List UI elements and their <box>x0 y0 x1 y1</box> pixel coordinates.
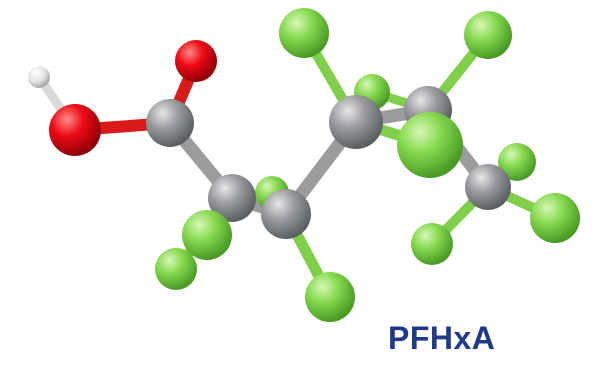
fluorine-atom <box>279 8 329 58</box>
fluorine-atom <box>498 143 536 181</box>
carbon-atom <box>146 99 194 147</box>
fluorine-atom <box>411 223 453 265</box>
carbon-atom <box>465 164 511 210</box>
carbon-atom <box>261 189 311 239</box>
oxygen-atom <box>49 104 101 156</box>
oxygen-atom <box>175 40 217 82</box>
fluorine-atom <box>530 193 580 243</box>
carbon-atom <box>208 174 256 222</box>
carbon-atom <box>329 95 383 149</box>
atoms <box>28 8 580 322</box>
molecule-name-label: PFHxA <box>388 320 496 356</box>
fluorine-atom <box>305 272 355 322</box>
fluorine-atom <box>182 210 232 260</box>
fluorine-atom <box>397 112 463 178</box>
fluorine-atom <box>464 11 512 59</box>
hydrogen-atom <box>28 66 50 88</box>
fluorine-atom <box>155 248 197 290</box>
